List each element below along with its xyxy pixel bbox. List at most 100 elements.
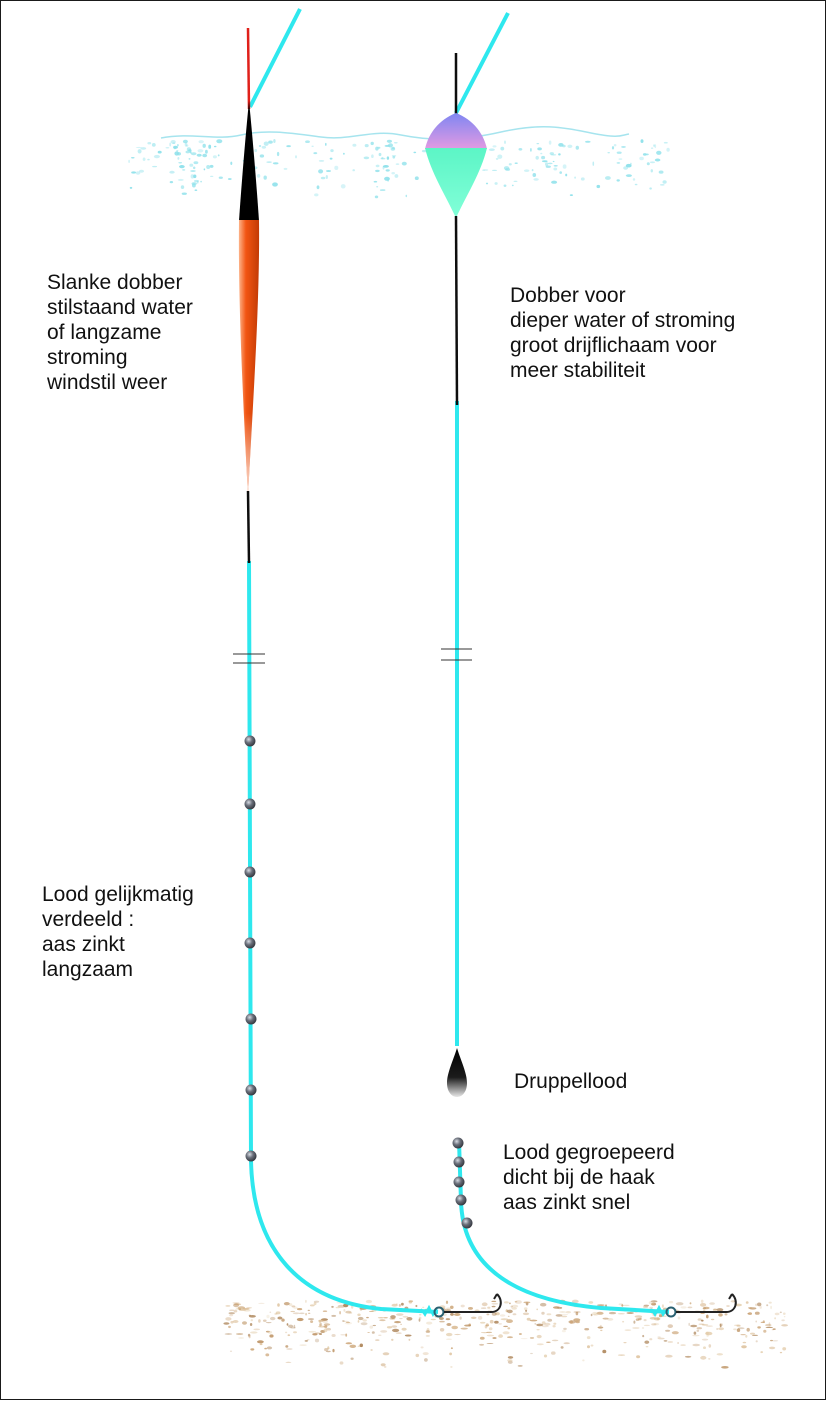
sediment-grain <box>781 1319 785 1322</box>
sediment-grain <box>705 1331 709 1335</box>
sediment-grain <box>415 1353 420 1358</box>
water-speckle <box>182 169 186 171</box>
water-speckle <box>660 184 665 186</box>
sediment-grain <box>242 1321 247 1325</box>
water-speckle <box>206 165 211 169</box>
sediment-grain <box>641 1327 645 1329</box>
sediment-grain <box>309 1304 315 1307</box>
sediment-grain <box>687 1306 693 1309</box>
water-speckle <box>552 160 555 163</box>
water-speckle <box>197 149 204 153</box>
sediment-grain <box>665 1329 671 1332</box>
sediment-grain <box>597 1326 604 1329</box>
sediment-grain <box>450 1313 454 1316</box>
sediment-grain <box>507 1309 513 1314</box>
sediment-grain <box>370 1349 373 1351</box>
sediment-grain <box>408 1300 414 1303</box>
water-speckle <box>634 183 638 186</box>
water-speckle <box>503 166 510 171</box>
water-speckle <box>196 180 199 184</box>
water-speckle <box>532 173 537 177</box>
water-speckle <box>273 139 276 143</box>
water-speckles <box>128 139 670 199</box>
sediment-grain <box>781 1324 788 1327</box>
sediment-grain <box>746 1327 750 1332</box>
sediment-grain <box>688 1322 690 1326</box>
water-speckle <box>580 177 585 181</box>
fish-hook-icon <box>650 1293 737 1318</box>
shot1-line: Lood gelijkmatig <box>42 883 194 906</box>
water-speckle <box>364 144 369 148</box>
water-speckle <box>545 162 549 167</box>
shot1-line: langzaam <box>42 958 134 981</box>
water-speckle <box>666 147 670 152</box>
split-shot-icon-group-left <box>244 735 257 1162</box>
water-speckle <box>381 156 384 160</box>
sediment-grain <box>248 1334 251 1339</box>
sediment-grain <box>281 1318 285 1322</box>
sediment-grain <box>575 1311 579 1316</box>
sediment-grain <box>759 1305 762 1309</box>
sediment-grain <box>563 1342 570 1345</box>
sediment-grain <box>766 1304 769 1307</box>
water-speckle <box>190 170 196 172</box>
sediment-grain <box>573 1311 581 1313</box>
water-speckle <box>325 142 327 146</box>
sediment-grain <box>644 1340 650 1344</box>
shot2-line: dicht bij de haak <box>503 1166 655 1189</box>
water-speckle <box>311 145 314 147</box>
sediment-grain <box>306 1339 310 1341</box>
water-speckle <box>654 158 661 162</box>
sediment-grain <box>479 1343 485 1346</box>
sediment-grain <box>602 1349 607 1354</box>
sediment-grain <box>558 1307 561 1310</box>
sediment-grain <box>590 1344 594 1347</box>
sediment-grain <box>696 1329 700 1332</box>
water-speckle <box>385 169 390 172</box>
sediment-grain <box>590 1313 593 1317</box>
sediment-grain <box>626 1312 634 1314</box>
sediment-grain <box>636 1355 641 1359</box>
water-speckle <box>305 140 310 143</box>
water-speckle <box>135 146 142 149</box>
water-speckle <box>189 150 192 154</box>
water-speckle <box>548 140 552 145</box>
sediment-grain <box>480 1307 487 1309</box>
water-speckle <box>135 171 141 175</box>
sediment-grain <box>706 1325 713 1327</box>
sediment-grain <box>450 1347 453 1350</box>
sediment-grain <box>269 1311 272 1313</box>
water-speckle <box>623 166 628 170</box>
sediment-grain <box>709 1302 715 1305</box>
water-speckle <box>203 168 206 171</box>
sediment-grain <box>343 1309 346 1312</box>
split-shot-icon <box>453 1176 465 1188</box>
water-speckle <box>569 194 574 197</box>
sediment-grain <box>600 1329 603 1332</box>
water-speckle <box>642 153 647 156</box>
sediment-grain <box>460 1327 468 1330</box>
split-shot-icon <box>244 866 256 878</box>
slim-pole-float-icon <box>238 27 260 564</box>
water-speckle <box>495 158 499 160</box>
sediment-grain <box>402 1315 409 1318</box>
water-speckle <box>180 185 185 190</box>
water-speckle <box>216 139 223 144</box>
sediment-grain <box>225 1317 232 1321</box>
sediment-grain <box>783 1316 786 1318</box>
sediment-grain <box>755 1340 758 1343</box>
sediment-grain <box>719 1323 722 1328</box>
sediment-grain <box>703 1306 710 1310</box>
water-speckle <box>147 142 152 145</box>
sediment-grain <box>602 1317 609 1320</box>
sediment-grain <box>319 1333 322 1335</box>
sediment-grain <box>541 1311 545 1315</box>
sediment-grain <box>365 1299 372 1304</box>
sediment-grain <box>247 1333 251 1337</box>
water-speckle <box>401 161 407 166</box>
sediment-grain <box>588 1301 594 1304</box>
water-speckle <box>558 153 561 156</box>
sediment-grain <box>460 1304 465 1308</box>
sediment-grain <box>498 1334 503 1338</box>
sediment-grain <box>293 1324 296 1329</box>
